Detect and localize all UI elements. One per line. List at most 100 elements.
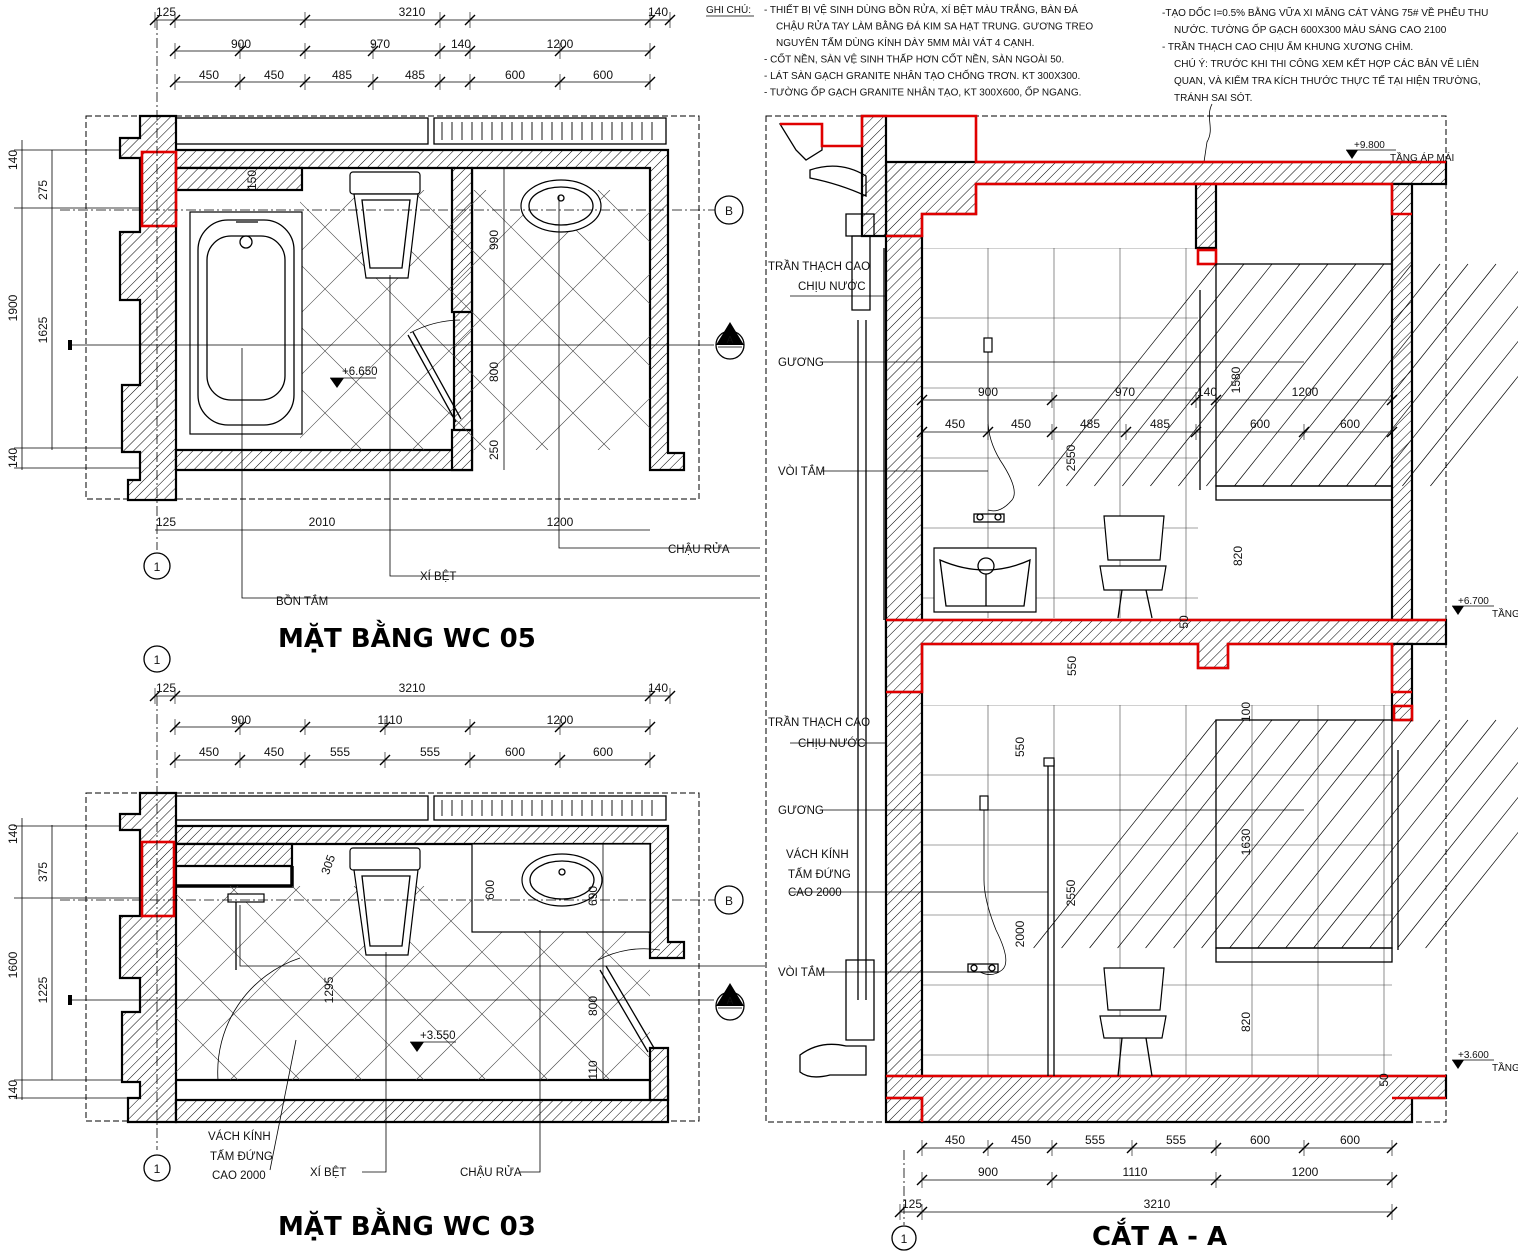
floor-tile-line xyxy=(908,190,1168,450)
dim-text: 250 xyxy=(487,440,501,460)
bathtub-section xyxy=(933,547,1037,613)
note-line: NGUYÊN TẤM DÙNG KÍNH DÀY 5MM MÀI VÁT 4 C… xyxy=(776,36,1034,49)
level-text: +6.650 xyxy=(342,366,378,378)
floor-tile-line xyxy=(300,387,363,450)
dim-text: 125 xyxy=(156,5,176,19)
mirror-reflection-line xyxy=(1117,719,1301,949)
dim-text: 550 xyxy=(1065,656,1079,676)
mirror-reflection-line xyxy=(1285,719,1469,949)
floor-tile-line xyxy=(535,335,650,450)
mirror-reflection-line xyxy=(1033,719,1217,949)
floor-tile-line xyxy=(176,886,239,949)
plan05-floor-tiles xyxy=(300,190,1168,450)
floor-tile-line xyxy=(473,273,650,450)
note-line: - TƯỜNG ỐP GẠCH GRANITE NHÂN TẠO, KT 300… xyxy=(764,85,1081,99)
mirror-reflection-line xyxy=(1206,263,1385,487)
floor-tile-line xyxy=(908,190,1168,450)
label-vach-kinh: CAO 2000 xyxy=(788,887,842,899)
plan-wc03: 1 125 3210 140 900 1110 1200 450 450 555… xyxy=(6,645,858,1242)
label-voi-tam: VÒI TẮM xyxy=(778,966,825,979)
toilet-wc05 xyxy=(349,171,421,279)
floor-tile-line xyxy=(300,190,487,377)
dim-text: 125 xyxy=(156,515,176,529)
plan05-boundary xyxy=(85,115,700,500)
floor-tile-line xyxy=(300,325,425,450)
grid-marker-1: 1 xyxy=(143,1154,171,1182)
plan03-top-dimensions: 125 3210 140 900 1110 1200 450 450 555 5… xyxy=(149,681,676,768)
dim-text: 555 xyxy=(1166,1133,1186,1147)
dim-text: 125 xyxy=(902,1197,922,1211)
title-wc03: MẶT BẰNG WC 03 xyxy=(278,1206,536,1242)
note-line: -TẠO DỐC I=0.5% BẰNG VỮA XI MĂNG CÁT VÀN… xyxy=(1162,5,1488,19)
toilet-wc03 xyxy=(349,847,421,956)
dim-text: 555 xyxy=(1085,1133,1105,1147)
floor-tile-line xyxy=(291,886,487,1080)
dim-text: 450 xyxy=(1011,1133,1031,1147)
grid-marker-1-top: 1 xyxy=(143,645,171,673)
dim-text: 140 xyxy=(6,824,20,844)
note-line: - THIẾT BỊ VỆ SINH DÙNG BỒN RỬA, XÍ BỆT … xyxy=(764,3,1078,16)
section-marker-a: A xyxy=(68,983,745,1021)
floor-tile-line xyxy=(664,886,858,1080)
section-bottom-dimensions: 450 450 555 555 600 600 900 1110 1200 12… xyxy=(894,1133,1398,1220)
note-line: - LÁT SÀN GẠCH GRANITE NHÂN TẠO CHỐNG TR… xyxy=(764,68,1080,82)
label-guong: GƯƠNG xyxy=(778,805,824,817)
dim-text: 800 xyxy=(586,996,600,1016)
mirror-reflection-line xyxy=(1234,263,1413,487)
dim-text: 450 xyxy=(945,417,965,431)
grid-marker-1: 1 xyxy=(143,552,171,580)
dim-text: 2550 xyxy=(1064,444,1078,471)
mirror-reflection-line xyxy=(1318,263,1497,487)
mirror-reflection-line xyxy=(1341,726,1518,949)
svg-text:1: 1 xyxy=(154,560,161,574)
dim-text: 1225 xyxy=(36,976,50,1003)
section-lower-dimensions: 550 100 550 1630 2550 2000 820 50 xyxy=(1013,656,1391,1087)
notes-right-column: -TẠO DỐC I=0.5% BẰNG VỮA XI MĂNG CÁT VÀN… xyxy=(1162,5,1488,104)
dim-text: 485 xyxy=(405,68,425,82)
dim-text: 600 xyxy=(593,68,613,82)
level-roof: +9.800 TẦNG ÁP MÁI xyxy=(1346,140,1454,164)
dim-text: 900 xyxy=(231,37,251,51)
mirror-reflection-line xyxy=(1089,719,1273,949)
section-highlight-outline xyxy=(780,114,1446,1122)
floor-tile-line xyxy=(176,886,363,1073)
dim-text: 1200 xyxy=(547,37,574,51)
dim-text: 100 xyxy=(1239,702,1253,722)
vanity-counter-wc03 xyxy=(471,843,651,933)
mirror-reflection-line xyxy=(1313,719,1497,949)
floor-tile-line xyxy=(176,1017,239,1080)
dim-text: 140 xyxy=(6,448,20,468)
plan03-leaders: VÁCH KÍNH TẤM ĐỨNG CAO 2000 XÍ BỆT CHẬU … xyxy=(208,905,765,1182)
mirror-reflection-line xyxy=(1178,263,1357,487)
label-bon-tam: BỒN TẮM xyxy=(276,595,328,608)
label-vach-kinh: VÁCH KÍNH xyxy=(208,1130,271,1143)
level-text: +3.550 xyxy=(420,1030,456,1042)
dim-text: 600 xyxy=(1250,1133,1270,1147)
dim-text: 1630 xyxy=(1239,828,1253,855)
svg-text:+3.600: +3.600 xyxy=(1458,1050,1489,1061)
shower-upper xyxy=(973,337,1015,523)
dim-text: 555 xyxy=(330,745,350,759)
svg-text:A: A xyxy=(727,996,734,1007)
dim-text: 2000 xyxy=(1013,920,1027,947)
dim-text: 140 xyxy=(648,681,668,695)
dim-text: 450 xyxy=(945,1133,965,1147)
section-marker-a: A xyxy=(68,322,745,360)
plan05-left-dimensions: 140 1900 140 275 1625 xyxy=(6,140,140,470)
plan05-bottom-dimensions: 125 2010 1200 xyxy=(155,515,650,531)
svg-text:A: A xyxy=(727,335,734,346)
mirror-reflection-line xyxy=(1262,263,1441,487)
dim-text: 820 xyxy=(1239,1012,1253,1032)
mirror-reflection-line xyxy=(1150,263,1329,487)
dim-text: 305 xyxy=(318,853,338,877)
mirror-reflection-line xyxy=(1346,270,1518,487)
dim-text: 600 xyxy=(1250,417,1270,431)
mirror-reflection-line xyxy=(1430,375,1518,487)
svg-text:B: B xyxy=(725,204,733,218)
note-line: QUAN, VÀ KIỂM TRA KÍCH THƯỚC THỰC TẾ TẠI… xyxy=(1174,74,1481,87)
mirror-lower xyxy=(1033,719,1518,949)
mirror-reflection-line xyxy=(1229,719,1413,949)
dim-text: 125 xyxy=(156,681,176,695)
door-wc05 xyxy=(407,319,462,423)
floor-tile-line xyxy=(300,190,363,253)
